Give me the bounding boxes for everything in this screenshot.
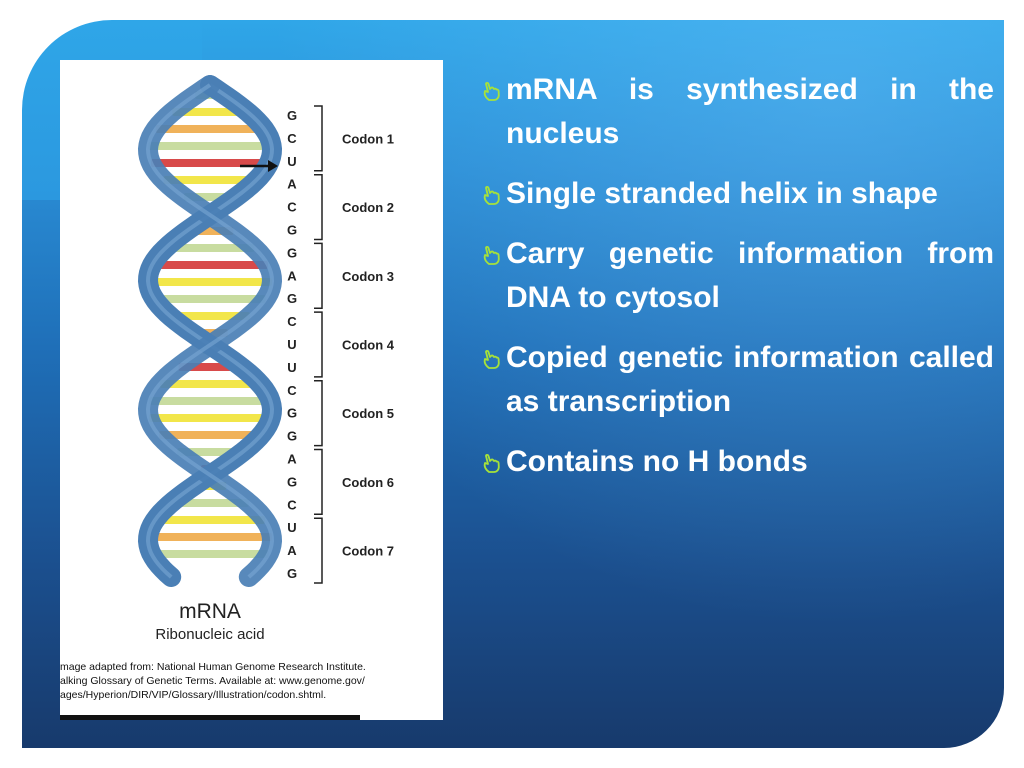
nucleotide-letter: G xyxy=(287,108,297,123)
codon-label: Codon 3 xyxy=(342,269,394,284)
pointing-hand-icon xyxy=(483,185,500,205)
base-pair-rung xyxy=(155,516,265,524)
image-credit: mage adapted from: National Human Genome… xyxy=(60,660,443,702)
nucleotide-letter: A xyxy=(287,177,297,192)
pointing-hand-icon xyxy=(483,245,500,265)
credit-line: ages/Hyperion/DIR/VIP/Glossary/Illustrat… xyxy=(60,689,327,701)
codon-bracket xyxy=(314,448,323,516)
base-pair-rung xyxy=(165,244,255,252)
codon-label: Codon 6 xyxy=(342,475,394,490)
codon-label: Codon 7 xyxy=(342,544,394,559)
base-pair-rung xyxy=(149,414,271,422)
base-pair-rung xyxy=(159,380,261,388)
pointing-hand-icon xyxy=(483,81,500,101)
bullet-item: Single stranded helix in shape xyxy=(480,172,994,216)
bullet-item: Contains no H bonds xyxy=(480,440,994,484)
nucleotide-letter: C xyxy=(287,200,297,215)
codon-bracket xyxy=(314,105,323,172)
codon-bracket xyxy=(314,311,323,378)
base-pair-rung xyxy=(158,431,262,439)
bullet-item: Copied genetic information called as tra… xyxy=(480,336,994,424)
codon-label: Codon 1 xyxy=(342,131,394,146)
base-pair-rung xyxy=(170,312,250,320)
nucleotide-letter: G xyxy=(287,291,297,306)
codon-labels: Codon 1 Codon 2 Codon 3 Codon 4 Codon 5 Codon… xyxy=(342,131,395,558)
nucleotide-letter: G xyxy=(287,223,297,238)
nucleotide-letter: C xyxy=(287,314,297,329)
nucleotide-letter: C xyxy=(287,131,297,146)
base-pair-rung xyxy=(149,397,271,405)
base-pair-rung xyxy=(151,550,269,558)
codon-label: Codon 4 xyxy=(342,338,395,353)
bullet-text: Copied genetic information called as tra… xyxy=(506,341,994,418)
bullet-text: Single stranded helix in shape xyxy=(506,177,938,210)
bullet-list: mRNA is synthesized in the nucleus Singl… xyxy=(480,68,994,500)
codon-bracket xyxy=(314,173,323,241)
nucleotide-letter: U xyxy=(287,154,296,169)
bullet-text: Contains no H bonds xyxy=(506,445,808,478)
nucleotide-letter: G xyxy=(287,406,297,421)
base-pair-rung xyxy=(148,533,272,541)
codon-label: Codon 2 xyxy=(342,200,394,215)
nucleotide-letter: G xyxy=(287,566,297,581)
bullet-item: Carry genetic information from DNA to cy… xyxy=(480,232,994,320)
base-pair-rung xyxy=(151,159,269,167)
credit-line: mage adapted from: National Human Genome… xyxy=(60,661,366,673)
codon-bracket xyxy=(314,380,323,447)
base-pair-rung xyxy=(155,125,265,133)
nucleotide-letter: A xyxy=(287,543,297,558)
nucleotide-letter: A xyxy=(287,452,297,467)
base-pair-rung xyxy=(163,176,257,184)
figure-subtitle: Ribonucleic acid xyxy=(155,626,265,643)
pointing-hand-icon xyxy=(483,349,500,369)
right-arrow-icon xyxy=(240,160,278,172)
codon-brackets xyxy=(314,105,323,584)
nucleotide-letter: G xyxy=(287,474,297,489)
bullet-item: mRNA is synthesized in the nucleus xyxy=(480,68,994,156)
pointing-hand-icon xyxy=(483,453,500,473)
base-pair-rung xyxy=(152,261,268,269)
helix-strand-highlight xyxy=(145,83,275,579)
nucleotide-letter: U xyxy=(287,520,296,535)
nucleotide-letter: U xyxy=(287,360,296,375)
credit-underline xyxy=(60,715,360,720)
codon-bracket xyxy=(314,517,323,584)
nucleotide-letter: G xyxy=(287,429,297,444)
bullet-text: Carry genetic information from DNA to cy… xyxy=(506,237,994,314)
credit-line: alking Glossary of Genetic Terms. Availa… xyxy=(60,675,365,687)
codon-bracket xyxy=(314,242,323,309)
codon-label: Codon 5 xyxy=(342,406,394,421)
nucleotide-letter: G xyxy=(287,245,297,260)
base-pair-rung xyxy=(171,499,249,507)
base-pair-rung xyxy=(148,142,272,150)
nucleotide-letter: A xyxy=(287,268,297,283)
nucleotide-letter: C xyxy=(287,383,297,398)
figure-title: mRNA xyxy=(179,600,241,623)
bullet-text: mRNA is synthesized in the nucleus xyxy=(506,73,994,150)
base-pair-rung xyxy=(154,295,266,303)
nucleotide-letter: U xyxy=(287,337,296,352)
nucleotide-letter: C xyxy=(287,497,297,512)
base-pair-rung xyxy=(148,278,272,286)
